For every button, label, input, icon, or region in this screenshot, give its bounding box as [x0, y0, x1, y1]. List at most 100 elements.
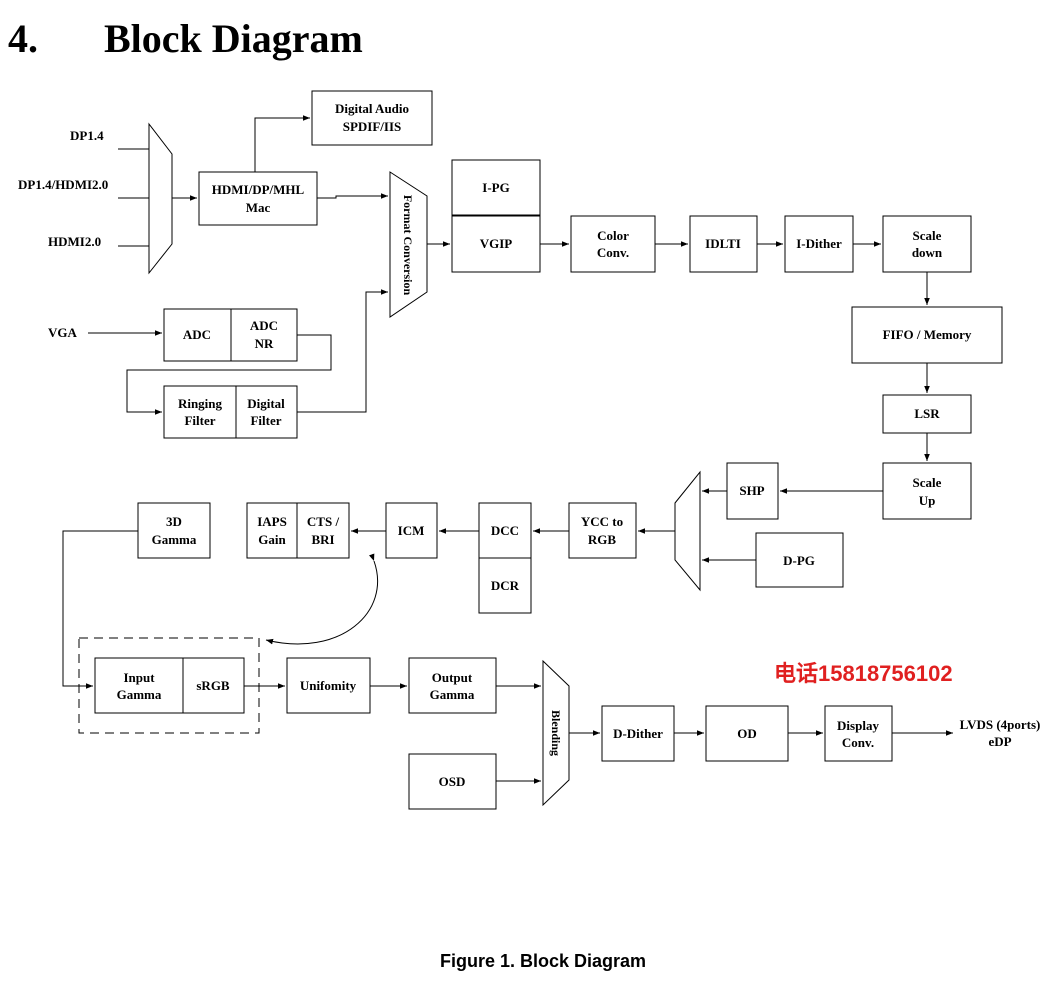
dcc-label: DCC	[491, 523, 519, 538]
svg-text:eDP: eDP	[988, 734, 1011, 749]
ipg-label: I-PG	[482, 180, 509, 195]
display-conv-block	[824, 705, 893, 762]
scale-up-line2: Up	[919, 493, 936, 508]
input-dp14-label: DP1.4	[70, 128, 104, 143]
color-conv-block	[570, 215, 656, 273]
ycc-to-rgb-block	[568, 502, 637, 559]
input-vga-label: VGA	[48, 325, 78, 340]
vgip-label: VGIP	[480, 236, 513, 251]
input-dp14-hdmi20-label: DP1.4/HDMI2.0	[18, 177, 108, 192]
osd-block	[408, 753, 497, 810]
adc-label: ADC	[183, 327, 211, 342]
ringing-filter-line1: Ringing	[178, 396, 223, 411]
dpg-block	[755, 532, 844, 588]
uniformity-block	[286, 657, 371, 714]
dcr-label: DCR	[491, 578, 520, 593]
dcr-block	[478, 557, 532, 614]
blending-label: Blending	[549, 710, 563, 756]
svg-text:Gamma: Gamma	[430, 687, 475, 702]
output-line2: eDP	[988, 734, 1011, 749]
ddither-label: D-Dither	[613, 726, 663, 741]
digital-audio-line1: Digital Audio	[335, 101, 409, 116]
color-conv-line2: Conv.	[597, 245, 629, 260]
cts-bri-block	[296, 502, 350, 559]
input-gamma-block	[94, 657, 184, 714]
ycc-rgb-line1: YCC to	[581, 514, 623, 529]
svg-text:Input: Input	[123, 670, 155, 685]
3d-gamma-line2: Gamma	[152, 532, 197, 547]
lsr-label: LSR	[914, 406, 940, 421]
digital-filter-block	[235, 385, 298, 439]
shp-block	[726, 462, 779, 520]
idlti-block	[689, 215, 758, 273]
digital-audio-block	[311, 90, 433, 146]
shp-dpg-mux	[674, 470, 701, 592]
osd-label: OSD	[439, 774, 466, 789]
svg-text:Up: Up	[919, 493, 936, 508]
3d-gamma-line1: 3D	[166, 514, 182, 529]
iaps-gain-block	[246, 502, 298, 559]
svg-text:Display: Display	[837, 718, 879, 733]
svg-text:Digital Audio: Digital Audio	[335, 101, 409, 116]
svg-text:Mac: Mac	[246, 200, 271, 215]
ringing-filter-line2: Filter	[184, 413, 215, 428]
dpg-label: D-PG	[783, 553, 815, 568]
svg-text:Gain: Gain	[258, 532, 286, 547]
od-label: OD	[737, 726, 757, 741]
input-gamma-line2: Gamma	[117, 687, 162, 702]
section-number: 4.	[8, 16, 38, 61]
ringing-filter-block	[163, 385, 237, 439]
icm-label: ICM	[398, 523, 425, 538]
output-gamma-block	[408, 657, 497, 714]
page-title: Block Diagram	[104, 16, 363, 61]
scale-down-line1: Scale	[913, 228, 942, 243]
svg-text:Conv.: Conv.	[597, 245, 629, 260]
idlti-label: IDLTI	[705, 236, 741, 251]
svg-text:LVDS (4ports): LVDS (4ports)	[960, 717, 1041, 732]
input-mux	[148, 122, 173, 275]
svg-text:Filter: Filter	[184, 413, 215, 428]
ddither-block	[601, 705, 675, 762]
cts-line2: BRI	[311, 532, 334, 547]
uniformity-label: Unifomity	[300, 678, 357, 693]
fifo-memory-label: FIFO / Memory	[883, 327, 972, 342]
srgb-block	[182, 657, 245, 714]
svg-text:HDMI/DP/MHL: HDMI/DP/MHL	[212, 182, 305, 197]
digital-filter-line2: Filter	[250, 413, 281, 428]
hdmi-mac-line2: Mac	[246, 200, 271, 215]
vgip-block	[451, 215, 541, 273]
adc-nr-line2: NR	[255, 336, 274, 351]
hdmi-mac-line1: HDMI/DP/MHL	[212, 182, 305, 197]
ipg-block	[451, 159, 541, 216]
svg-text:Output: Output	[432, 670, 473, 685]
svg-text:Color: Color	[597, 228, 629, 243]
display-conv-line1: Display	[837, 718, 879, 733]
blending-block	[542, 659, 570, 807]
svg-text:3D: 3D	[166, 514, 182, 529]
svg-text:CTS /: CTS /	[307, 514, 340, 529]
iaps-line1: IAPS	[257, 514, 287, 529]
scale-down-line2: down	[912, 245, 943, 260]
svg-text:BRI: BRI	[311, 532, 334, 547]
svg-text:Ringing: Ringing	[178, 396, 223, 411]
svg-text:NR: NR	[255, 336, 274, 351]
input-gamma-line1: Input	[123, 670, 155, 685]
svg-text:Digital: Digital	[247, 396, 285, 411]
shp-label: SHP	[739, 483, 764, 498]
svg-text:Gamma: Gamma	[117, 687, 162, 702]
color-conv-line1: Color	[597, 228, 629, 243]
format-conversion-block	[389, 171, 428, 318]
svg-text:Scale: Scale	[913, 475, 942, 490]
dcc-block	[478, 502, 532, 559]
iaps-line2: Gain	[258, 532, 286, 547]
svg-text:down: down	[912, 245, 943, 260]
svg-text:Gamma: Gamma	[152, 532, 197, 547]
display-conv-line2: Conv.	[842, 735, 874, 750]
scale-down-block	[882, 215, 972, 273]
svg-text:IAPS: IAPS	[257, 514, 287, 529]
svg-text:RGB: RGB	[588, 532, 617, 547]
svg-text:ADC: ADC	[250, 318, 278, 333]
lsr-block	[882, 394, 972, 434]
svg-text:Conv.: Conv.	[842, 735, 874, 750]
